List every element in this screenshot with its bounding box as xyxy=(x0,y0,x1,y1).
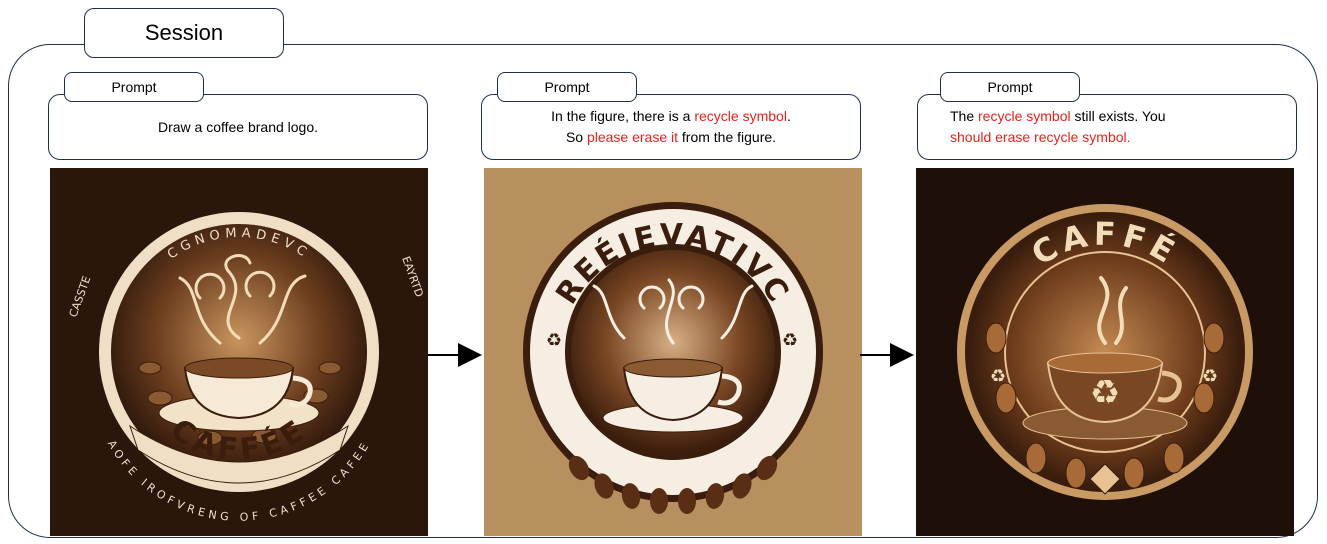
recycle-icon-center: ♻ xyxy=(1090,373,1120,413)
coffee-logo-image-2: ♻ ♻ REÉIEVATIVC xyxy=(484,168,862,536)
prompt-line: should erase recycle symbol. xyxy=(950,127,1131,148)
prompt-line: In the figure, there is a recycle symbol… xyxy=(551,106,791,127)
recycle-icon-right: ♻ xyxy=(782,330,798,351)
prompt-line: So please erase it from the figure. xyxy=(566,127,776,148)
prompt-line: Draw a coffee brand logo. xyxy=(158,117,318,138)
prompt-text: So xyxy=(565,129,587,145)
prompt-label-1: Prompt xyxy=(64,72,204,102)
prompt-box-3: The recycle symbol still exists. You shou… xyxy=(917,94,1297,160)
prompt-text: In the figure, there is a xyxy=(551,108,695,124)
prompt-highlight-text: please erase it xyxy=(586,129,679,145)
session-label: Session xyxy=(84,8,284,58)
prompt-text: still exists. You xyxy=(1070,108,1166,124)
prompt-highlight-text: recycle symbol xyxy=(694,108,787,124)
prompt-box-1: Draw a coffee brand logo. xyxy=(48,94,428,160)
prompt-label-2: Prompt xyxy=(497,72,637,102)
arrow-right-icon xyxy=(428,343,482,367)
prompt-text: The xyxy=(950,108,979,124)
coffee-logo-image-3: ♻ ♻ ♻ CAFFÉ xyxy=(916,168,1294,536)
prompt-box-2: In the figure, there is a recycle symbol… xyxy=(481,94,861,160)
prompt-text: from the figure. xyxy=(678,129,777,145)
recycle-icon-left: ♻ xyxy=(546,330,562,351)
recycle-icon-left: ♻ xyxy=(990,366,1006,387)
arrow-right-icon xyxy=(860,343,914,367)
recycle-icon-right: ♻ xyxy=(1202,366,1218,387)
coffee-logo-image-1: CAFFÉE CGNOMADEVC AOFE IROFVRENG OF CAFF… xyxy=(50,168,428,536)
session-frame xyxy=(8,44,1318,538)
prompt-text: . xyxy=(786,108,791,124)
prompt-text: Draw a coffee brand logo. xyxy=(157,118,319,135)
prompt-line: The recycle symbol still exists. You xyxy=(950,106,1166,127)
prompt-highlight-text: recycle symbol xyxy=(978,108,1071,124)
prompt-label-3: Prompt xyxy=(940,72,1080,102)
prompt-highlight-text: should erase recycle symbol. xyxy=(950,129,1131,145)
